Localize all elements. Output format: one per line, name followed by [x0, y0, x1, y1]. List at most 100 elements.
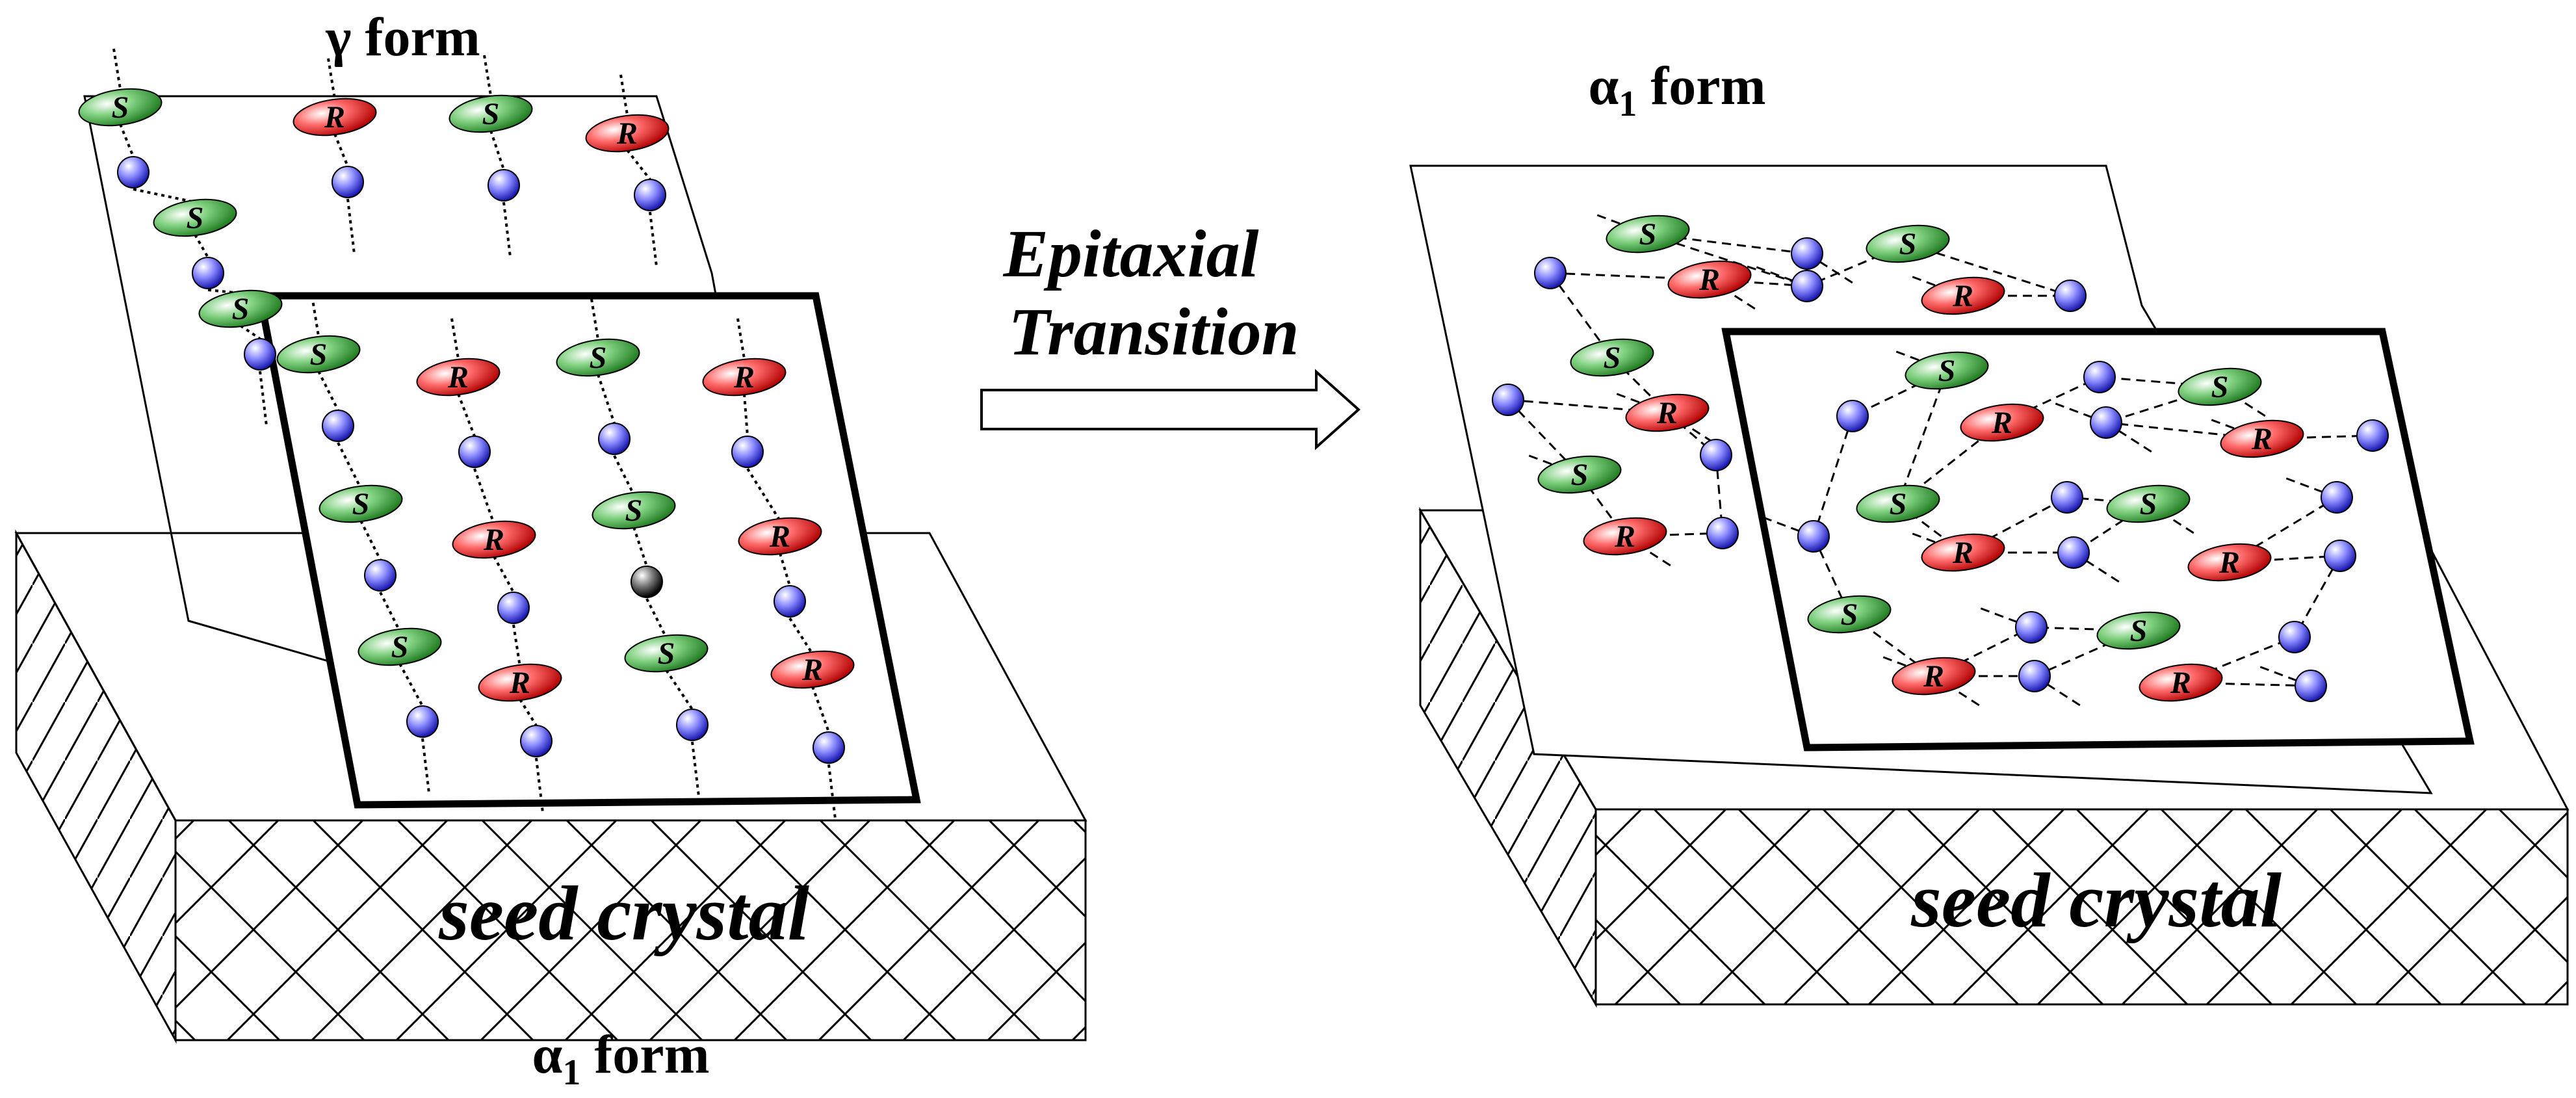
- hydrogen-bond: [746, 467, 781, 522]
- hydrogen-bond: [535, 757, 544, 813]
- s-molecule: S: [276, 335, 361, 374]
- left-block-side-face: [15, 529, 177, 1044]
- hydrogen-bond: [333, 133, 349, 167]
- sphere: [731, 436, 764, 468]
- hydrogen-bond: [194, 234, 209, 258]
- r-molecule: R: [452, 520, 536, 559]
- hydrogen-bond: [359, 520, 382, 560]
- sphere: [813, 731, 845, 764]
- r-molecule: R: [478, 663, 562, 702]
- r-molecule: R: [1921, 533, 2005, 572]
- s-molecule: S: [592, 491, 676, 530]
- hydrogen-bond: [473, 468, 495, 525]
- s-molecule: S: [1866, 224, 1950, 263]
- sphere: [1791, 237, 1823, 270]
- hydrogen-bond: [112, 48, 122, 90]
- s-molecule: S: [78, 88, 163, 127]
- r-molecule: R: [702, 358, 787, 397]
- hydrogen-bond: [1881, 655, 1934, 677]
- hydrogen-bond: [119, 124, 135, 157]
- hydrogen-bond: [1550, 272, 1710, 281]
- hydrogen-bond: [483, 55, 492, 96]
- s-molecule: S: [198, 289, 283, 328]
- molecule-letter: S: [1938, 354, 1956, 388]
- s-molecule: S: [1570, 338, 1654, 377]
- sphere: [2051, 481, 2083, 514]
- r-molecule: R: [770, 650, 855, 689]
- hydrogen-bond: [259, 371, 268, 426]
- sphere: [117, 156, 150, 189]
- molecule-letter: S: [391, 630, 409, 664]
- hydrogen-bond: [811, 686, 830, 733]
- sphere: [634, 179, 666, 211]
- r-molecule: R: [738, 517, 822, 556]
- hydrogen-bond: [502, 202, 512, 257]
- alpha1-top-label: α1 form: [1588, 56, 1765, 124]
- r-molecule: R: [1960, 403, 2044, 442]
- molecule-letter: R: [1923, 659, 1944, 694]
- sphere: [1534, 257, 1567, 289]
- hydrogen-bond: [2053, 402, 2107, 424]
- hydrogen-bond: [1894, 350, 1947, 372]
- sphere: [598, 423, 631, 455]
- s-molecule: S: [1807, 595, 1892, 634]
- molecule-letter: S: [2130, 614, 2148, 648]
- sphere: [406, 705, 439, 738]
- alpha-inner-plane: [1721, 328, 2475, 752]
- molecule-letter: R: [1952, 279, 1973, 313]
- hydrogen-bond: [691, 741, 700, 797]
- hydrogen-bond: [1910, 275, 1964, 297]
- s-molecule: S: [1606, 215, 1690, 254]
- hydrogen-bond: [337, 442, 362, 489]
- sphere: [1492, 384, 1524, 416]
- s-molecule: S: [2178, 367, 2262, 406]
- hydrogen-bond: [1527, 454, 1580, 476]
- dark-sphere: [631, 566, 663, 598]
- r-molecule: R: [585, 114, 670, 153]
- molecule-letter: R: [1991, 406, 2012, 440]
- molecule-letter: S: [625, 493, 643, 528]
- r-molecule: R: [2220, 419, 2304, 458]
- alpha1-bottom-label: α1 form: [532, 1025, 709, 1093]
- sphere: [2295, 670, 2327, 702]
- r-molecule: R: [1892, 657, 1976, 696]
- molecule-letter: S: [232, 292, 250, 326]
- molecule-letter: R: [2218, 545, 2240, 580]
- molecule-letter: R: [1656, 396, 1678, 430]
- molecule-letter: R: [447, 360, 469, 395]
- sphere: [774, 585, 806, 618]
- r-molecule: R: [2187, 543, 2272, 582]
- sphere: [1836, 400, 1869, 432]
- sphere: [192, 257, 224, 289]
- r-molecule: R: [2139, 663, 2223, 702]
- s-molecule: S: [1905, 351, 1989, 390]
- hydrogen-bond: [421, 738, 430, 794]
- molecule-letter: R: [2170, 666, 2191, 700]
- arrow-label-line2: Transition: [1009, 294, 1299, 369]
- hydrogen-bond: [1754, 265, 1808, 287]
- s-molecule: S: [153, 198, 237, 237]
- hydrogen-bond: [645, 598, 668, 638]
- hydrogen-bond: [649, 211, 658, 267]
- molecule-letter: S: [2211, 370, 2229, 404]
- seed-crystal-right-label: seed crystal: [1910, 857, 2282, 943]
- molecule-letter: S: [1890, 487, 1907, 521]
- sphere: [1700, 439, 1732, 471]
- r-molecule: R: [1583, 517, 1667, 556]
- sphere: [2054, 280, 2087, 312]
- sphere: [2090, 406, 2122, 439]
- sphere: [497, 592, 530, 624]
- sphere: [2278, 621, 2311, 653]
- s-molecule: S: [319, 484, 403, 523]
- molecule-letter: S: [2140, 487, 2157, 521]
- sphere: [2324, 540, 2356, 572]
- sphere: [2057, 536, 2090, 569]
- s-molecule: S: [2096, 611, 2181, 650]
- hydrogen-bond: [457, 393, 476, 437]
- sphere: [2321, 481, 2353, 514]
- sphere: [244, 338, 276, 371]
- alpha-nucleus-plane: [255, 292, 921, 809]
- molecule-letter: S: [1841, 597, 1858, 632]
